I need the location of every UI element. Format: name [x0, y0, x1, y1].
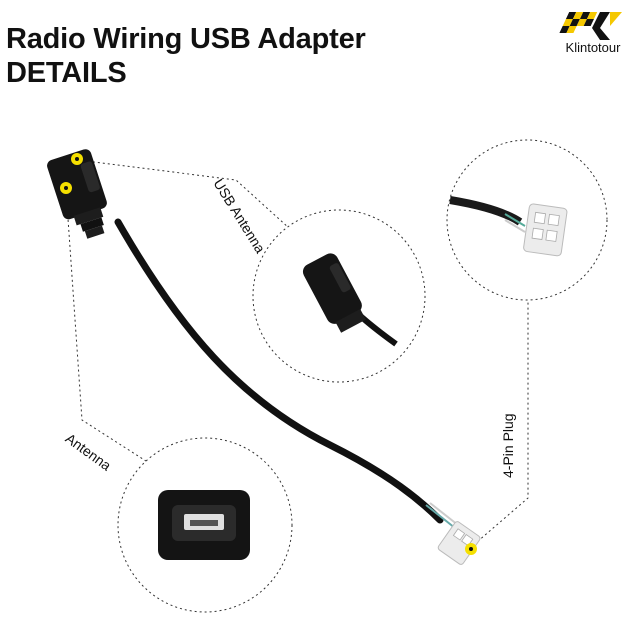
callout-4pin-circle [446, 139, 608, 301]
usb-connector-body [47, 149, 107, 239]
wire-strands [425, 504, 456, 529]
main-cable [114, 218, 444, 524]
four-pin-plug-body [437, 521, 481, 565]
brand-name: Klintotour [565, 40, 621, 55]
callout-antenna-circle [117, 437, 293, 613]
leader-antenna [65, 189, 161, 471]
brand-logo-icon [559, 12, 622, 40]
callout-usb-antenna-circle [252, 209, 426, 383]
label-4pin-plug: 4-Pin Plug [500, 413, 516, 478]
leader-4pin [469, 298, 529, 549]
marker-dots [60, 153, 477, 555]
leader-usb-antenna [77, 159, 301, 239]
page-title: Radio Wiring USB Adapter DETAILS [6, 22, 366, 90]
title-line-1: Radio Wiring USB Adapter [6, 23, 366, 55]
title-line-2: DETAILS [6, 57, 127, 89]
